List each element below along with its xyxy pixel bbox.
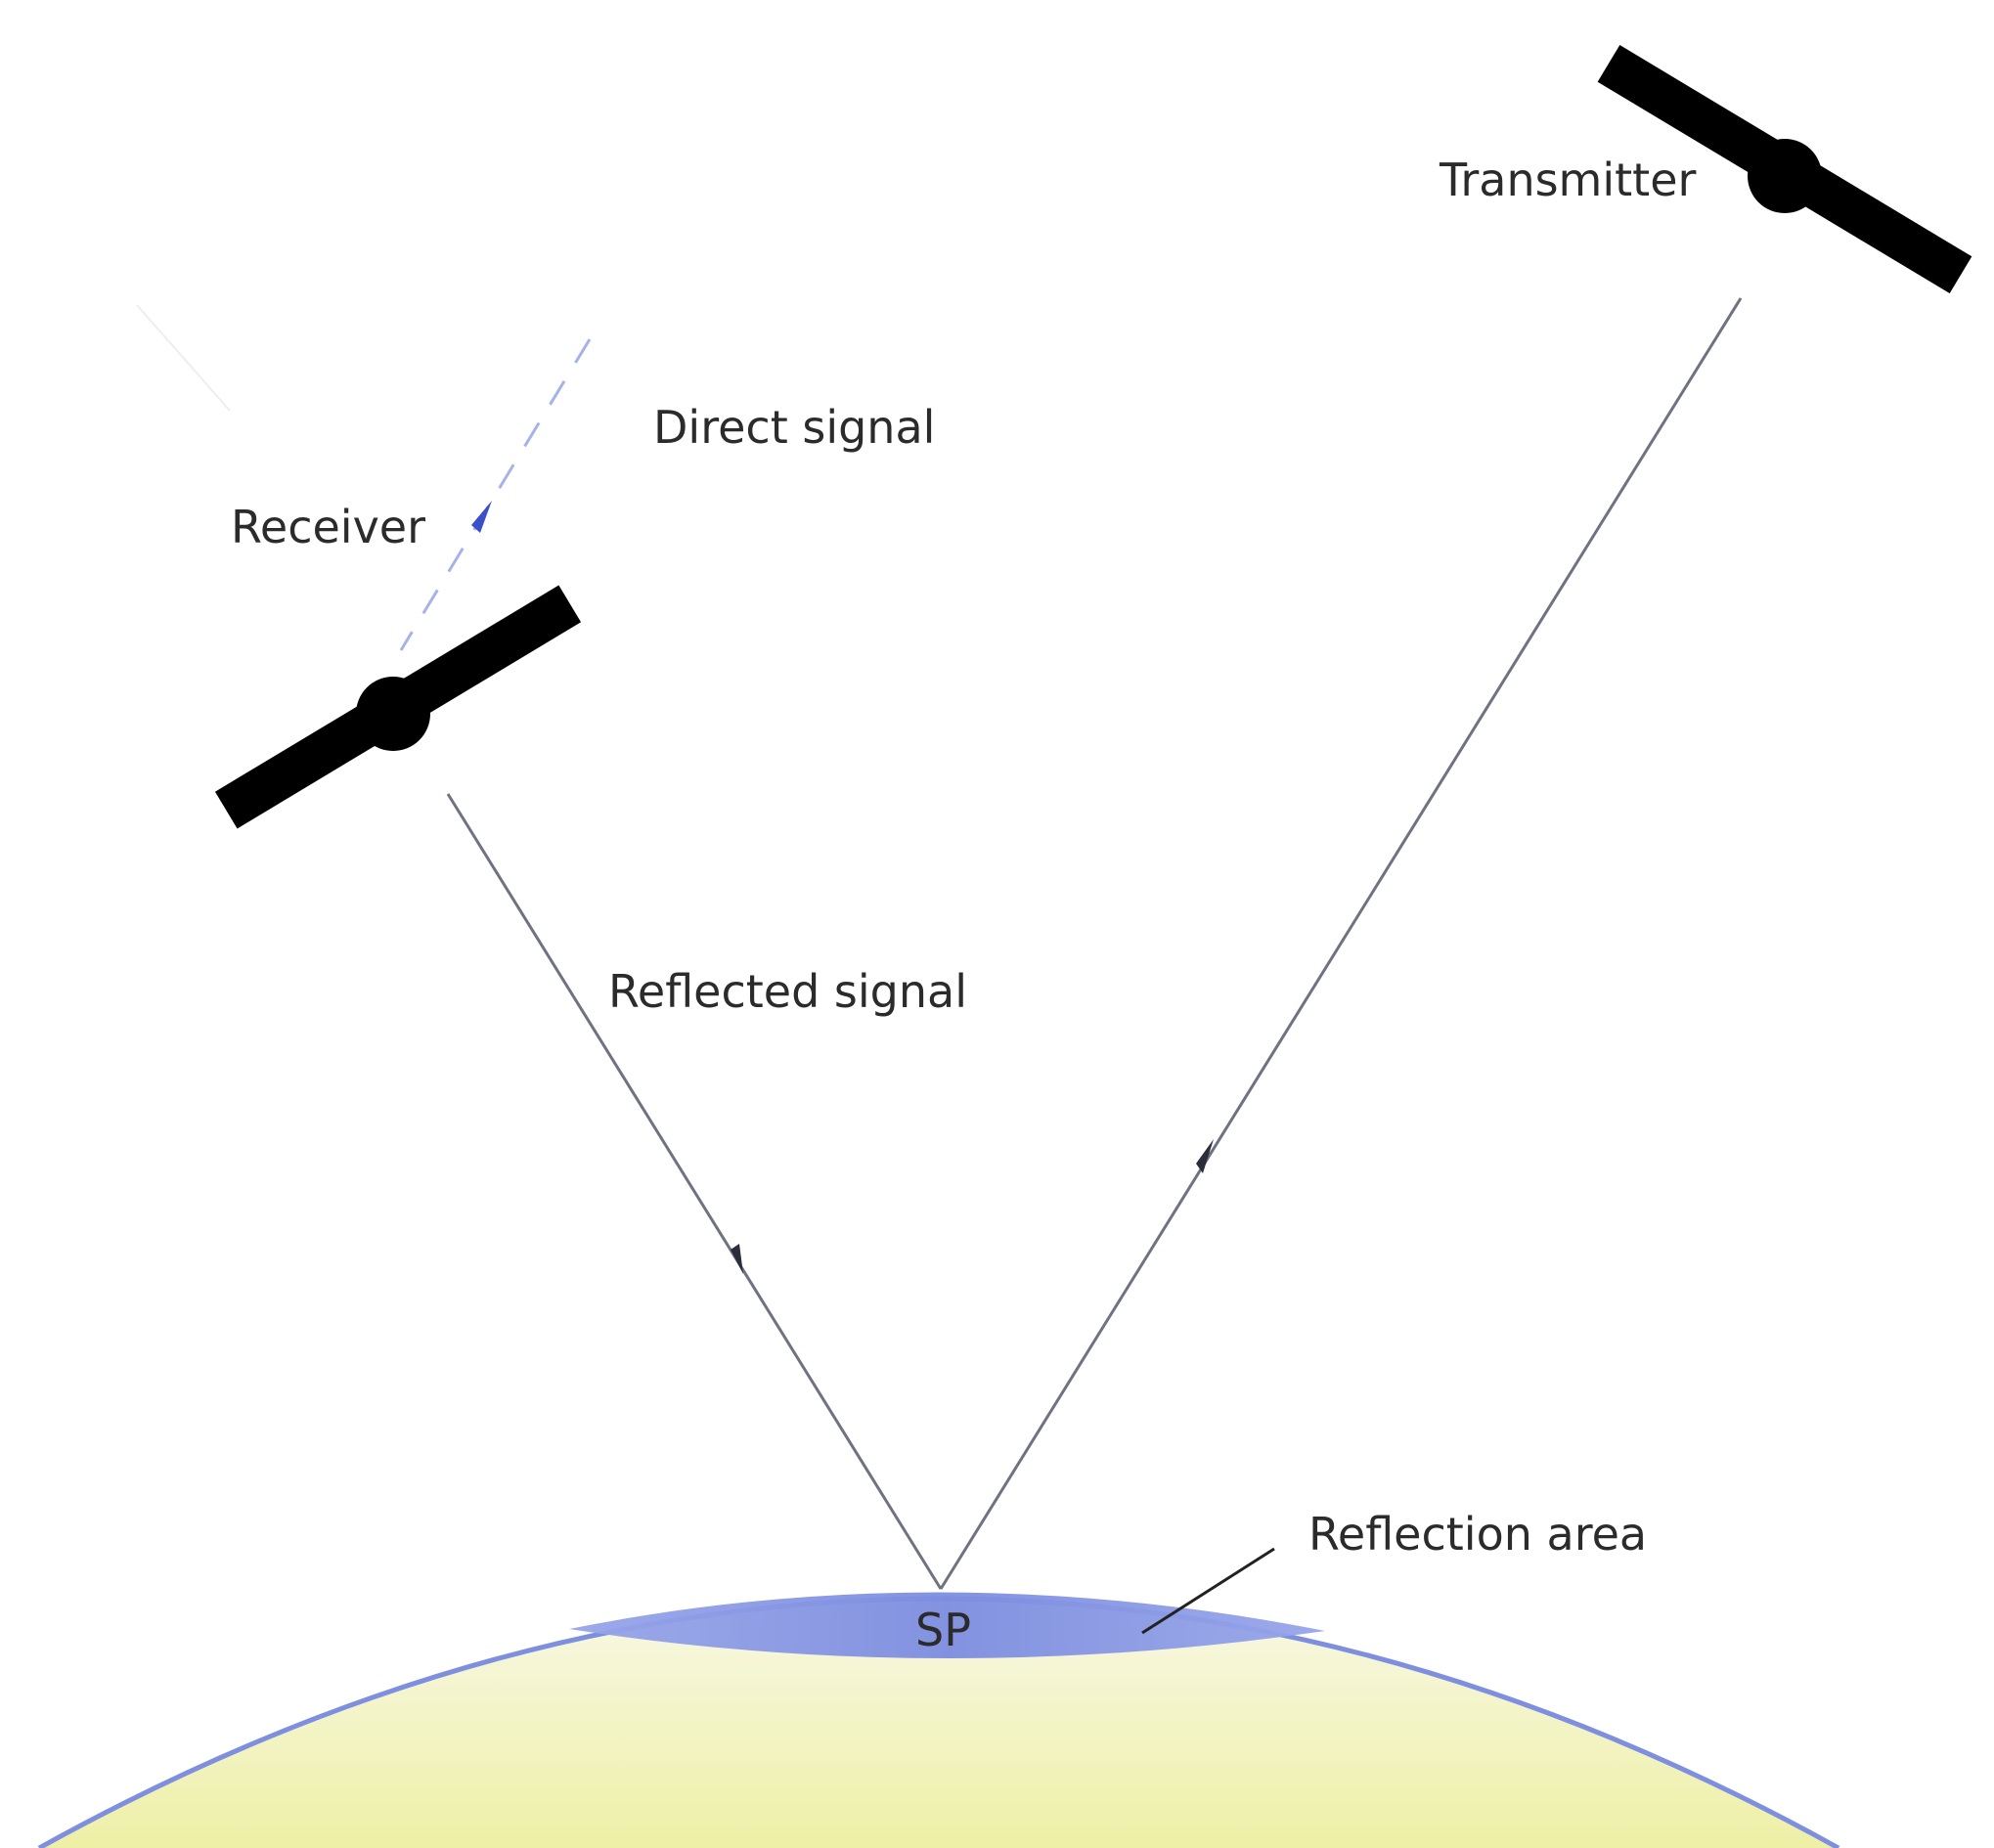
direct-signal-label: Direct signal: [653, 401, 935, 454]
transmitter-satellite-icon: [1597, 44, 1972, 294]
receiver-label: Receiver: [231, 501, 425, 553]
incident-signal-arrow: [1196, 1139, 1214, 1173]
direct-signal-faint-tail: [136, 304, 231, 412]
transmitter-label: Transmitter: [1439, 154, 1697, 206]
reflection-area-leader: [1141, 1547, 1275, 1635]
reflected-signal-arrow: [731, 1244, 743, 1274]
specular-point-label: SP: [915, 1604, 971, 1656]
incident-signal-line: [939, 297, 1743, 1590]
direct-signal-line: [399, 338, 592, 651]
reflection-area: [569, 1592, 1325, 1659]
reflected-signal-label: Reflected signal: [608, 965, 967, 1018]
reflection-area-label: Reflection area: [1308, 1508, 1647, 1561]
reflected-signal-line: [446, 793, 943, 1590]
direct-signal-arrow: [471, 501, 492, 533]
receiver-satellite-icon: [214, 585, 582, 829]
